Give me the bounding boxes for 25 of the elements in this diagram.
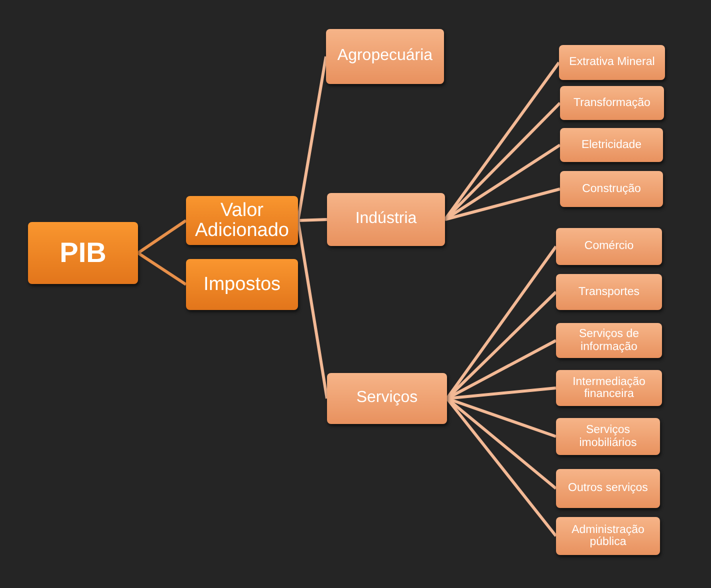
subsector-box: Serviços imobiliários [556, 418, 660, 455]
connector-line [137, 252, 187, 286]
connector-line [296, 56, 328, 221]
subsector-box: Transportes [556, 274, 662, 310]
sector-box: Indústria [327, 193, 445, 246]
subsector-box: Transformação [560, 86, 664, 120]
subsector-box: Serviços de informação [556, 323, 662, 358]
connector-line [137, 219, 187, 254]
category-box: Valor Adicionado [186, 196, 298, 245]
connector-line [444, 144, 561, 221]
subsector-box: Comércio [556, 228, 662, 265]
subsector-box: Construção [560, 171, 663, 207]
subsector-box: Eletricidade [560, 128, 663, 162]
connector-line [298, 218, 328, 222]
subsector-box: Intermediação financeira [556, 370, 662, 406]
subsector-box: Outros serviços [556, 469, 660, 508]
subsector-box: Administração pública [556, 517, 660, 555]
category-box: Impostos [186, 259, 298, 310]
sector-box: Serviços [327, 373, 447, 424]
connector-line [444, 188, 560, 221]
connector-line [296, 220, 328, 399]
subsector-box: Extrativa Mineral [559, 45, 665, 80]
root-box: PIB [28, 222, 138, 284]
sector-box: Agropecuária [326, 29, 444, 84]
connector-line [446, 398, 558, 537]
